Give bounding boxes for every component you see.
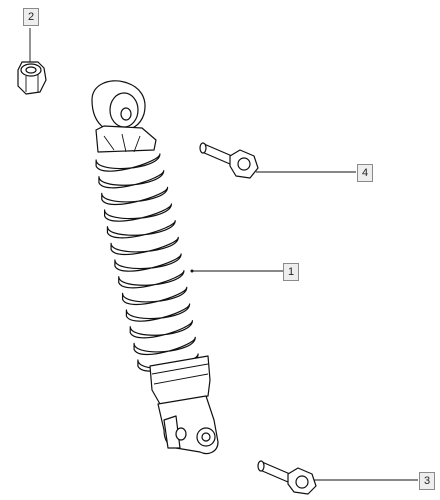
spring-coil xyxy=(101,186,169,206)
shock-absorber-part xyxy=(91,80,284,455)
callout-4: 4 xyxy=(357,164,373,182)
spring-coil xyxy=(118,270,185,289)
spring-coil xyxy=(95,153,161,172)
spring-coil xyxy=(129,320,194,339)
callout-2: 2 xyxy=(23,8,39,26)
lower-bolt-part xyxy=(257,460,418,495)
spring-coil xyxy=(125,303,191,322)
nut-part xyxy=(17,28,47,95)
callout-3: 3 xyxy=(419,472,435,490)
callout-1: 1 xyxy=(283,263,299,281)
upper-bolt-part xyxy=(199,142,356,179)
spring-coil xyxy=(98,170,165,189)
spring-coil xyxy=(114,253,182,272)
spring-coil xyxy=(133,336,196,356)
spring-coil xyxy=(110,236,179,256)
spring-coil xyxy=(106,220,176,239)
spring-coil xyxy=(104,203,172,222)
spring-coil xyxy=(121,286,188,306)
